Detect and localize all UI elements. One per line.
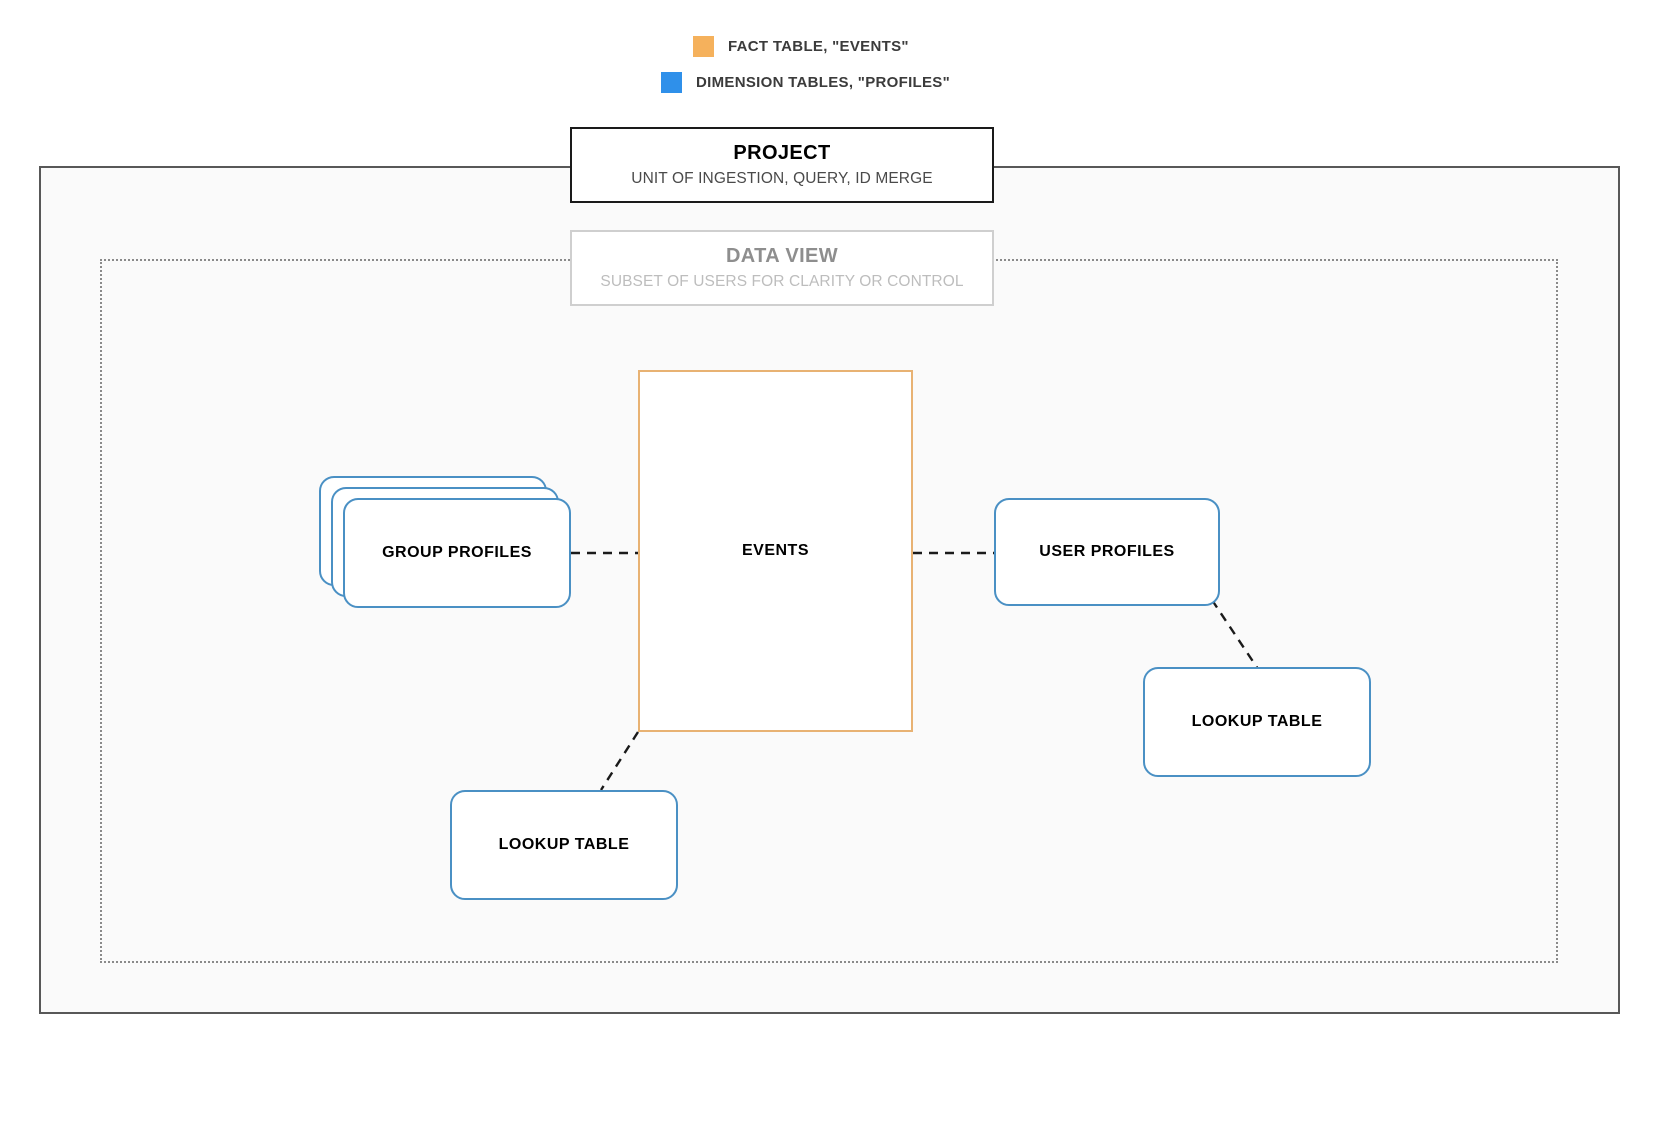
stack-card-front: GROUP PROFILES xyxy=(343,498,571,608)
node-group-profiles[interactable]: GROUP PROFILES xyxy=(319,476,571,608)
node-label: LOOKUP TABLE xyxy=(1191,713,1323,730)
project-label-box[interactable]: PROJECT UNIT OF INGESTION, QUERY, ID MER… xyxy=(570,127,994,203)
node-label: LOOKUP TABLE xyxy=(498,836,630,853)
project-title: PROJECT xyxy=(733,142,831,164)
data-view-label-box[interactable]: DATA VIEW SUBSET OF USERS FOR CLARITY OR… xyxy=(570,230,994,306)
node-label: EVENTS xyxy=(741,542,809,559)
data-view-title: DATA VIEW xyxy=(725,245,839,267)
node-lookup-table-left[interactable]: LOOKUP TABLE xyxy=(450,790,678,900)
legend-item-dimension-tables: DIMENSION TABLES, "PROFILES" xyxy=(661,72,950,93)
node-events[interactable]: EVENTS xyxy=(638,370,913,732)
legend-item-label: FACT TABLE, "EVENTS" xyxy=(728,38,909,55)
legend-item-fact-table: FACT TABLE, "EVENTS" xyxy=(693,36,909,57)
node-lookup-table-right[interactable]: LOOKUP TABLE xyxy=(1143,667,1371,777)
node-label: GROUP PROFILES xyxy=(382,544,532,561)
data-view-subtitle: SUBSET OF USERS FOR CLARITY OR CONTROL xyxy=(600,273,964,290)
square-swatch-icon xyxy=(693,36,714,57)
square-swatch-icon xyxy=(661,72,682,93)
node-user-profiles[interactable]: USER PROFILES xyxy=(994,498,1220,606)
node-label: USER PROFILES xyxy=(1039,543,1175,560)
project-subtitle: UNIT OF INGESTION, QUERY, ID MERGE xyxy=(631,170,933,187)
legend-item-label: DIMENSION TABLES, "PROFILES" xyxy=(696,74,951,91)
